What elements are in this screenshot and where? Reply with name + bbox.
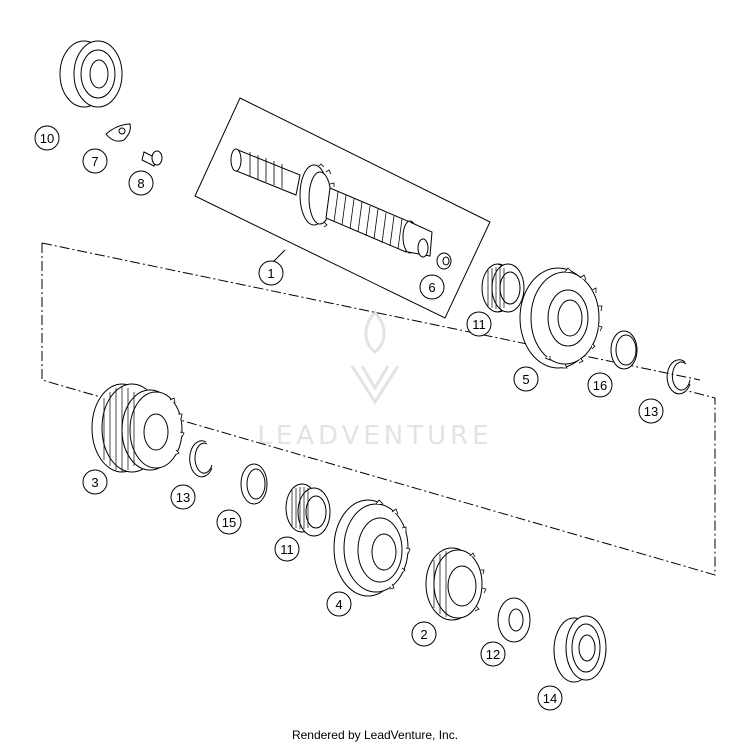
callout-label: 1	[267, 266, 274, 281]
callout-label: 14	[543, 691, 557, 706]
callout-6[interactable]: 6	[419, 274, 445, 300]
callout-label: 16	[593, 378, 607, 393]
needle-bearing-part-11-lower	[285, 483, 331, 537]
callout-label: 7	[91, 154, 98, 169]
gear-part-5	[519, 267, 603, 369]
shim-part-16	[610, 330, 638, 370]
watermark-text: LEADVENTURE	[257, 421, 492, 451]
washer-part-15	[240, 463, 268, 505]
shaft-group-box	[194, 97, 491, 319]
callout-15[interactable]: 15	[216, 509, 242, 535]
gear-part-2	[425, 547, 487, 621]
gear-part-3	[91, 383, 185, 473]
callout-11-upper[interactable]: 11	[466, 311, 492, 337]
callout-label: 4	[335, 597, 342, 612]
callout-label: 5	[522, 372, 529, 387]
leadventure-flame-logo-icon	[350, 309, 400, 405]
callout-3[interactable]: 3	[82, 469, 108, 495]
callout-4[interactable]: 4	[326, 591, 352, 617]
callout-14[interactable]: 14	[537, 685, 563, 711]
callout-label: 3	[91, 475, 98, 490]
screw-part-8	[141, 150, 163, 167]
callout-label: 2	[420, 627, 427, 642]
callout-label: 12	[486, 647, 500, 662]
callout-label: 10	[40, 131, 54, 146]
ball-bearing-part-10	[59, 40, 123, 108]
ball-bearing-part-14	[553, 615, 607, 683]
assembly-outline	[41, 242, 716, 576]
watermark: LEADVENTURE	[257, 309, 492, 451]
callout-12[interactable]: 12	[480, 641, 506, 667]
gear-part-4	[333, 499, 411, 597]
callout-10[interactable]: 10	[34, 125, 60, 151]
callout-13-upper[interactable]: 13	[638, 398, 664, 424]
needle-bearing-part-11-upper	[481, 263, 525, 313]
footer-credit: Rendered by LeadVenture, Inc.	[291, 728, 459, 742]
callout-label: 13	[176, 490, 190, 505]
callout-7[interactable]: 7	[82, 148, 108, 174]
callout-8[interactable]: 8	[128, 170, 154, 196]
shim-part-12	[497, 597, 531, 643]
main-shaft	[230, 148, 433, 258]
circlip-part-13-lower	[189, 440, 213, 478]
circlip-part-13-upper	[666, 359, 691, 395]
callout-11-lower[interactable]: 11	[274, 536, 300, 562]
callout-label: 11	[280, 542, 294, 557]
callout-label: 6	[428, 280, 435, 295]
lock-plate-part-7	[105, 123, 131, 142]
callout-label: 13	[644, 404, 658, 419]
callout-5[interactable]: 5	[513, 366, 539, 392]
callout-1[interactable]: 1	[258, 260, 284, 286]
callout-2[interactable]: 2	[411, 621, 437, 647]
callout-label: 8	[137, 176, 144, 191]
callout-16[interactable]: 16	[587, 372, 613, 398]
bushing-part-6	[436, 252, 452, 270]
callout-label: 15	[222, 515, 236, 530]
callout-13-lower[interactable]: 13	[170, 484, 196, 510]
callout-label: 11	[472, 317, 486, 332]
